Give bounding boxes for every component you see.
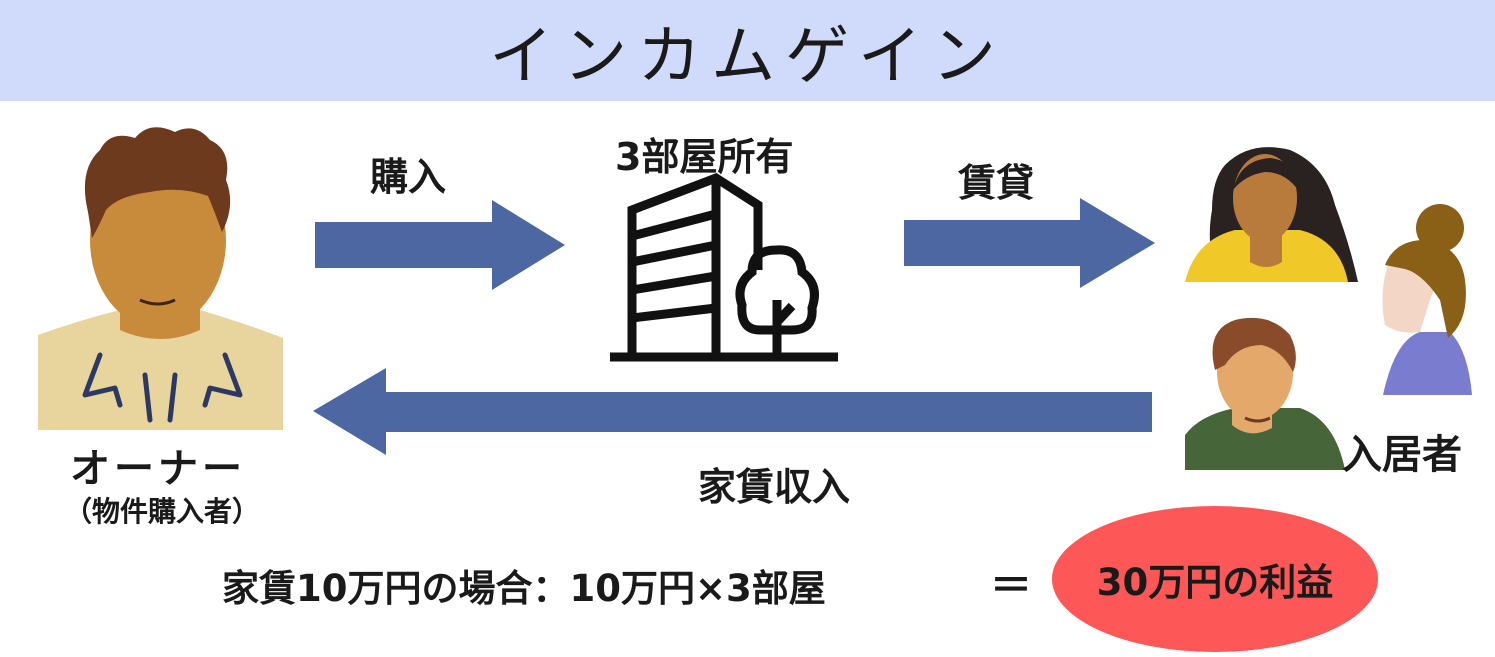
page-title: インカムゲイン (489, 19, 1006, 94)
title-banner: インカムゲイン (0, 0, 1495, 101)
formula-equals: ＝ (990, 561, 1033, 610)
label-ownership: 3部屋所有 (615, 135, 794, 179)
label-tenants: 入居者 (1342, 432, 1462, 478)
arrow-purchase (315, 200, 565, 290)
arrow-rent-income (313, 368, 1152, 455)
building-icon (610, 172, 838, 362)
label-owner-sub: （物件購入者） (64, 495, 261, 528)
tenant-girl-avatar (1345, 204, 1472, 395)
owner-avatar (38, 127, 283, 430)
formula-expression: 家賃10万円の場合：10万円×3部屋 (222, 567, 826, 610)
tenant-man-avatar (1185, 317, 1345, 470)
arrow-rental (904, 198, 1155, 288)
result-badge: 30万円の利益 (1052, 506, 1378, 652)
label-rental: 賃貸 (958, 161, 1035, 205)
label-owner: オーナー (70, 446, 246, 492)
label-purchase: 購入 (370, 155, 447, 199)
tenant-woman-avatar (1185, 147, 1358, 282)
label-rent-income: 家賃収入 (698, 465, 851, 509)
result-text: 30万円の利益 (1096, 561, 1334, 604)
